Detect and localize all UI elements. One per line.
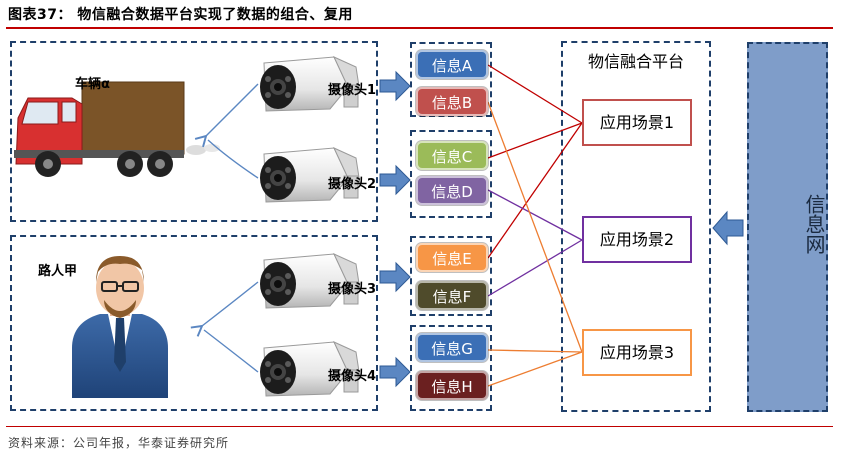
view-arrow-1: [194, 83, 259, 148]
source-note: 资料来源：公司年报，华泰证券研究所: [8, 436, 230, 450]
block-arrow-3: [379, 261, 411, 293]
platform-title: 物信融合平台: [587, 52, 684, 71]
link-G-scene3: [487, 349, 583, 353]
camera-label-4: 摄像头4: [328, 369, 377, 384]
title-rule: [6, 27, 833, 29]
info-box-a: 信息A: [416, 50, 488, 79]
scene-box-1: 应用场景1: [582, 99, 692, 146]
person-label: 路人甲: [38, 264, 78, 279]
link-D-scene2: [487, 189, 583, 241]
info-box-c: 信息C: [416, 141, 488, 170]
link-H-scene3: [487, 351, 583, 387]
person-image: [72, 256, 168, 398]
camera-label-3: 摄像头3: [328, 282, 377, 297]
scene-box-2: 应用场景2: [582, 216, 692, 263]
info-box-g: 信息G: [416, 333, 488, 362]
figure-title: 图表37： 物信融合数据平台实现了数据的组合、复用: [8, 7, 353, 23]
platform-group: [561, 41, 711, 412]
info-network: 信息网: [747, 42, 828, 412]
vehicle-group: [10, 41, 378, 222]
view-arrow-2: [207, 139, 259, 179]
info-box-b: 信息B: [416, 87, 488, 116]
person-group: [10, 235, 378, 411]
info-group-1: [410, 42, 492, 117]
block-arrow-4: [379, 356, 411, 388]
info-network-label: 信息网: [802, 194, 826, 254]
block-arrow-2: [379, 164, 411, 196]
info-box-h: 信息H: [416, 371, 488, 400]
info-network-arrow: [712, 210, 744, 246]
info-box-f: 信息F: [416, 281, 488, 310]
footer-rule: [6, 426, 833, 427]
info-box-d: 信息D: [416, 176, 488, 205]
info-group-4: [410, 325, 492, 411]
scene-box-3: 应用场景3: [582, 329, 692, 376]
info-group-2: [410, 130, 492, 218]
info-box-e: 信息E: [416, 243, 488, 272]
view-arrow-4: [203, 329, 259, 373]
link-B-scene3: [487, 101, 583, 353]
camera-label-2: 摄像头2: [328, 177, 377, 192]
vehicle-label: 车辆α: [75, 77, 110, 92]
link-C-scene1: [487, 122, 583, 159]
camera-label-1: 摄像头1: [328, 83, 377, 98]
block-arrow-1: [379, 70, 411, 102]
link-F-scene2: [487, 239, 583, 297]
truck-image: [14, 81, 220, 177]
view-arrow-3: [190, 281, 259, 337]
link-A-scene1: [487, 64, 583, 124]
link-E-scene1: [487, 122, 583, 259]
info-group-3: [410, 236, 492, 316]
